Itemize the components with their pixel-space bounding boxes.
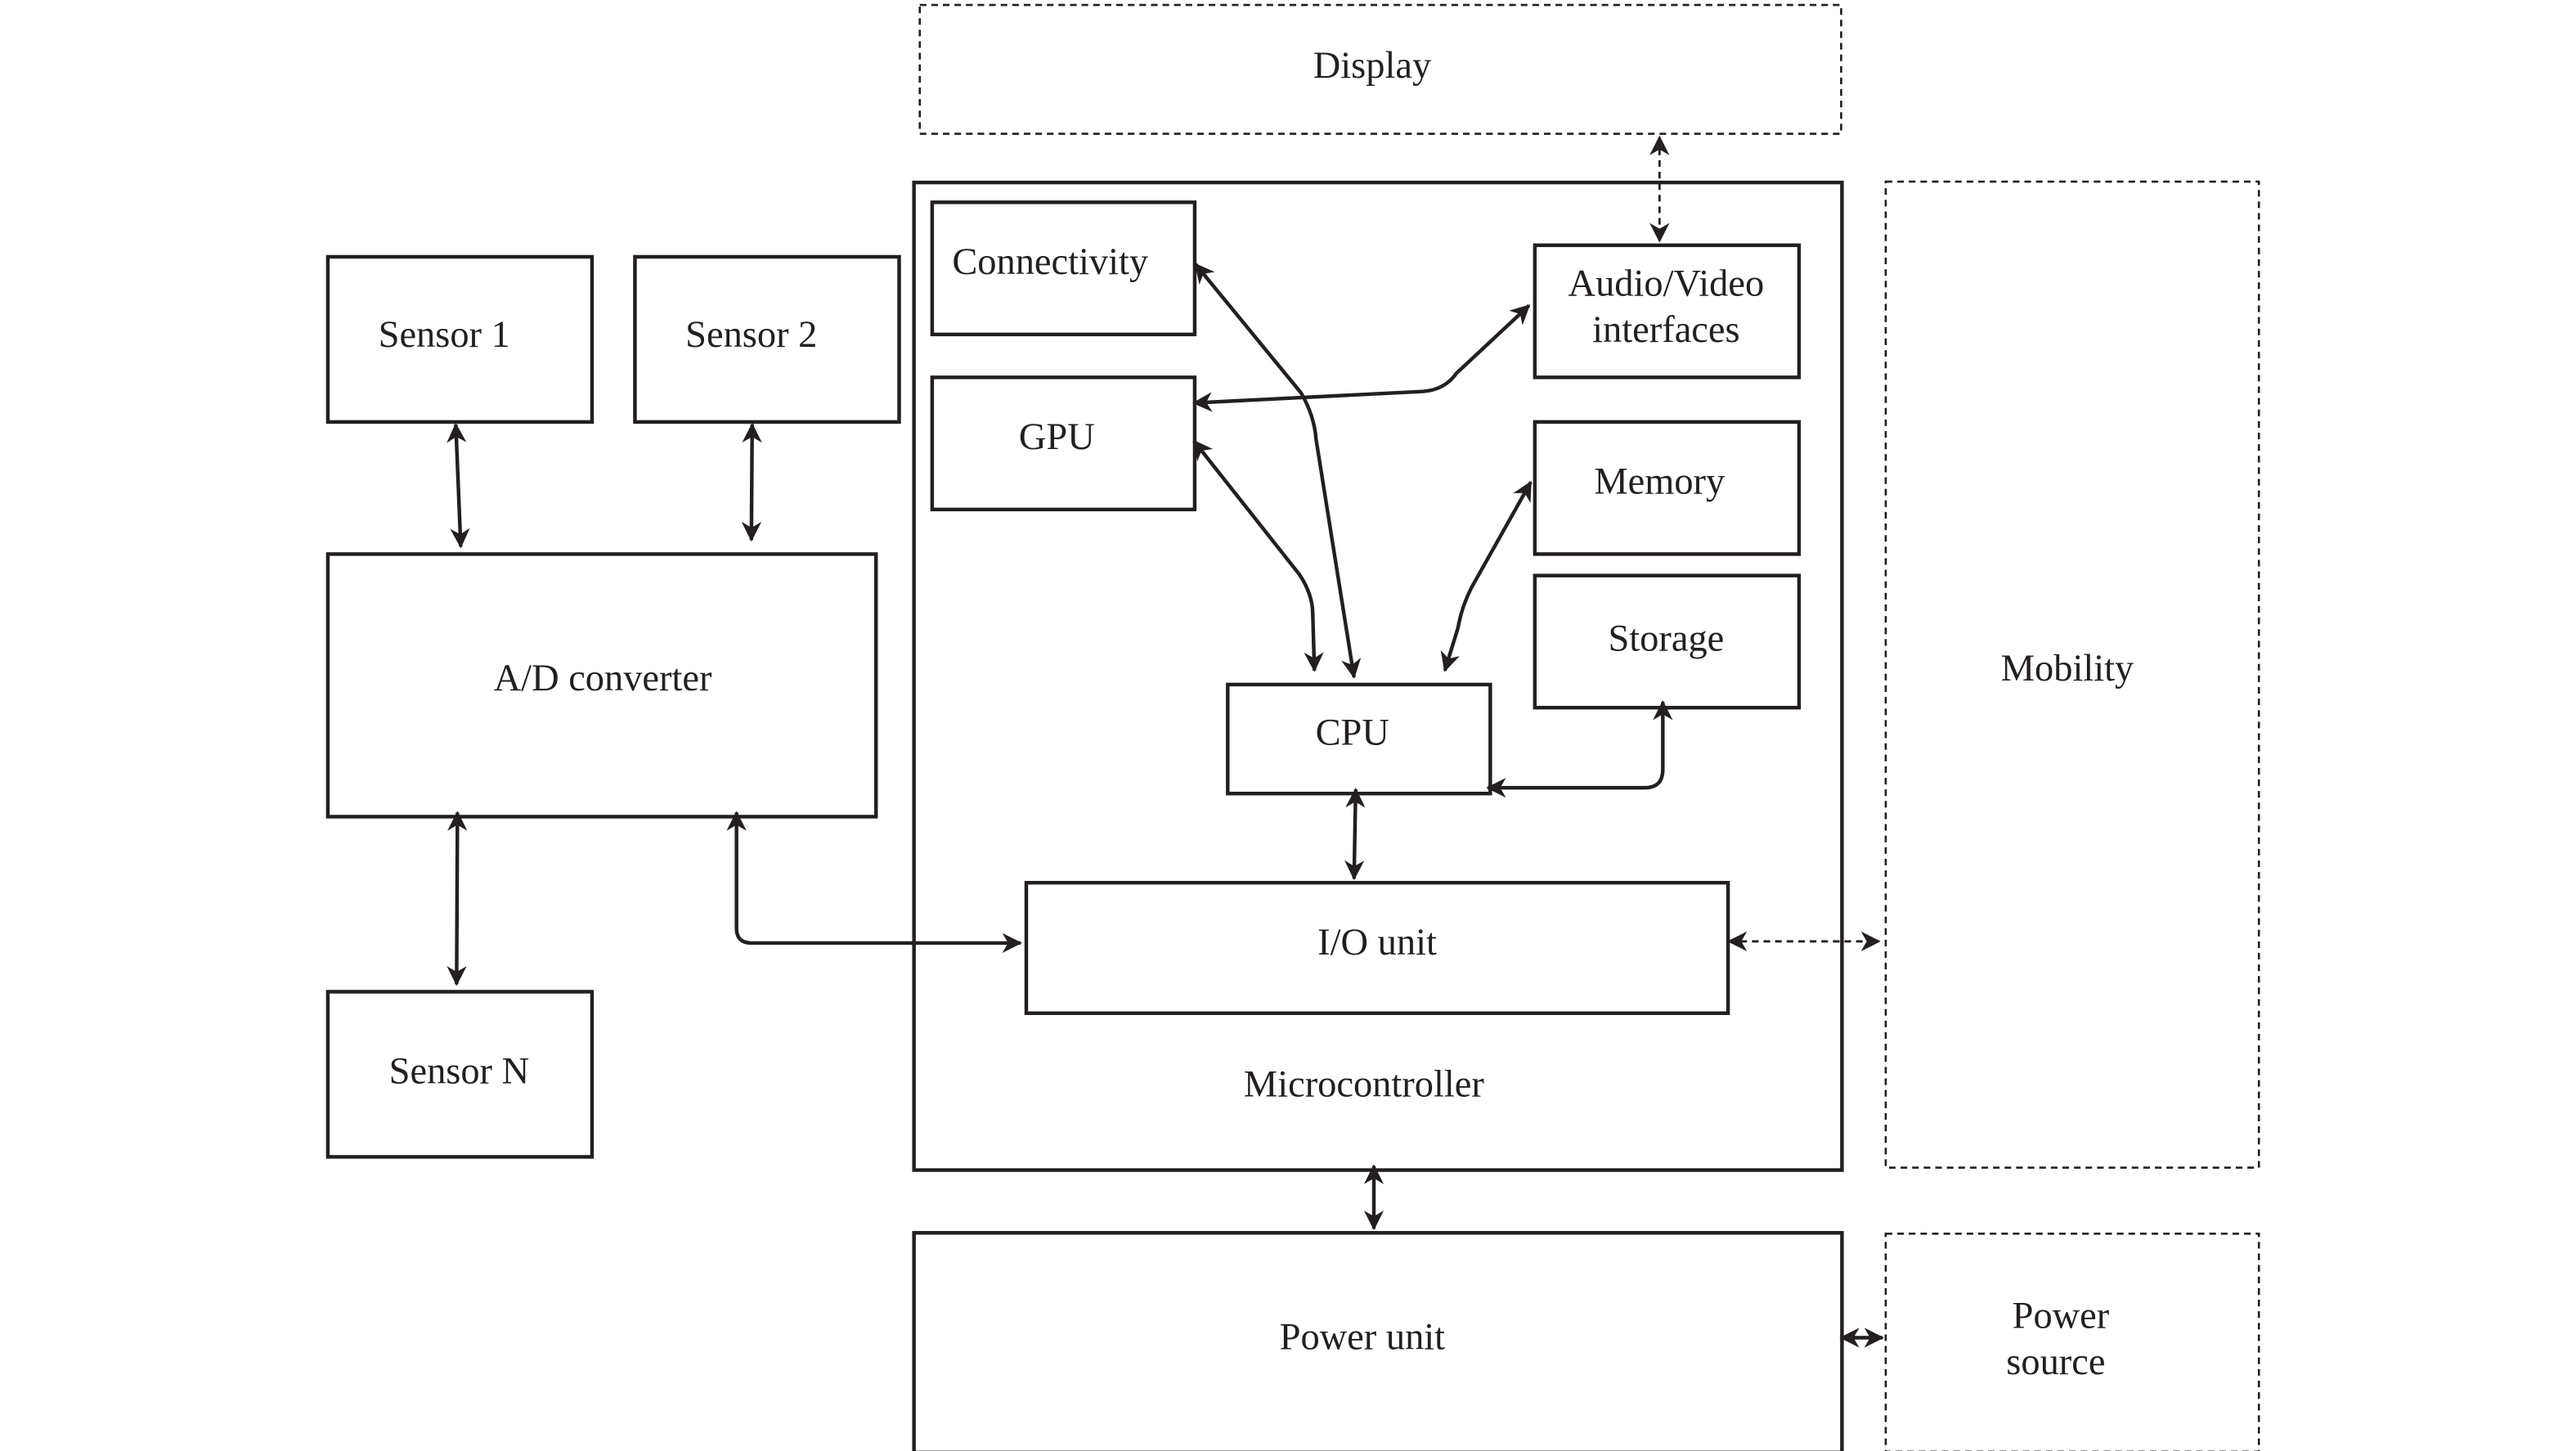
arrow-storage-cpu <box>1486 700 1673 798</box>
power-unit-label: Power unit <box>1280 1317 1446 1359</box>
arrow-memory-cpu <box>1440 480 1533 672</box>
power-source-label-line2: source <box>2006 1341 2105 1383</box>
sensor-1-block: Sensor 1 <box>325 254 595 425</box>
mobility-label: Mobility <box>2001 648 2134 690</box>
power-unit-box <box>912 1231 1844 1451</box>
memory-box <box>1533 420 1802 556</box>
storage-label: Storage <box>1608 618 1724 660</box>
io-unit-label: I/O unit <box>1317 922 1437 964</box>
av-interfaces-label-line1: Audio/Video <box>1568 263 1765 304</box>
display-block: Display <box>918 3 1842 135</box>
display-label: Display <box>1313 45 1432 87</box>
adc-block: A/D converter <box>325 552 878 819</box>
microcontroller-block: Microcontroller Connectivity GPU Audio/V… <box>912 180 1844 1172</box>
connectivity-box <box>930 200 1197 337</box>
sensor-n-box <box>325 990 595 1159</box>
connectivity-label: Connectivity <box>952 241 1149 283</box>
power-source-block: Power source <box>1884 1232 2260 1451</box>
arrow-sensor1-adc <box>447 422 470 549</box>
microcontroller-label: Microcontroller <box>1244 1064 1484 1106</box>
io-unit-box <box>1024 880 1730 1015</box>
arrow-adc-sensorn <box>447 811 468 986</box>
power-unit-block: Power unit <box>912 1231 1844 1451</box>
power-source-label-line1: Power <box>2013 1295 2110 1336</box>
arrow-gpu-av <box>1192 303 1531 412</box>
sensor-1-label: Sensor 1 <box>379 314 510 356</box>
power-source-box <box>1884 1232 2260 1451</box>
av-interfaces-box <box>1533 243 1802 380</box>
arrow-cpu-io <box>1344 788 1366 881</box>
av-interfaces-label-line2: interfaces <box>1592 309 1739 351</box>
memory-label: Memory <box>1594 461 1726 503</box>
gpu-label: GPU <box>1019 416 1095 458</box>
connections <box>447 135 1884 1348</box>
sensor-2-block: Sensor 2 <box>633 254 901 425</box>
adc-box <box>325 552 878 819</box>
arrow-connectivity-cpu <box>1194 263 1362 679</box>
gpu-box <box>930 375 1197 512</box>
sensor-1-box <box>325 254 595 425</box>
mobility-box <box>1884 180 2260 1169</box>
sensor-2-box <box>633 254 901 425</box>
sensor-n-block: Sensor N <box>325 990 595 1159</box>
sensor-n-label: Sensor N <box>389 1051 530 1093</box>
display-box <box>918 3 1842 135</box>
sensor-2-label: Sensor 2 <box>685 314 817 356</box>
arrow-adc-io <box>726 811 1022 954</box>
cpu-label: CPU <box>1316 712 1389 754</box>
arrow-gpu-cpu <box>1192 439 1324 672</box>
mobility-block: Mobility <box>1884 180 2260 1169</box>
storage-box <box>1533 573 1802 710</box>
adc-label: A/D converter <box>494 658 712 699</box>
